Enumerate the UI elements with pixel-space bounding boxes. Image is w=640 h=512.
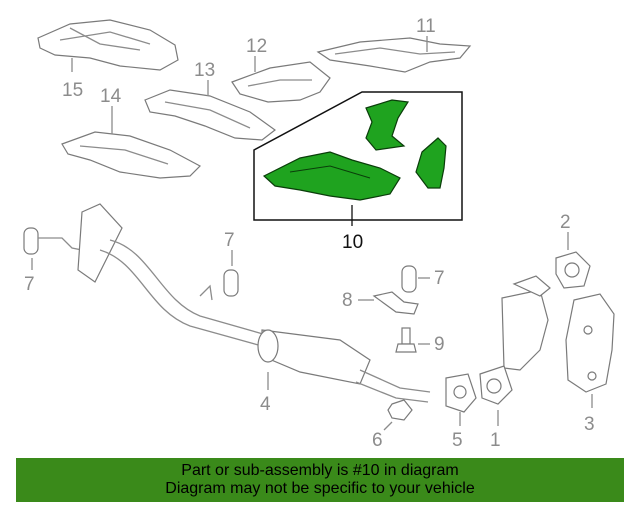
gasket-part-5 (445, 373, 477, 426)
bolt-part-9 (395, 327, 430, 353)
info-banner: Part or sub-assembly is #10 in diagram D… (16, 458, 624, 502)
shield-part-13 (144, 80, 277, 141)
bracket-part-8 (358, 291, 419, 315)
callout-6: 6 (372, 430, 383, 451)
callout-10: 10 (342, 232, 363, 253)
banner-line-1: Part or sub-assembly is #10 in diagram (181, 462, 459, 479)
callout-3: 3 (584, 414, 595, 435)
hanger-part-7-middle (223, 250, 239, 297)
gasket-part-2 (555, 232, 591, 289)
hanger-part-7-right (401, 265, 430, 293)
callout-8: 8 (342, 290, 353, 311)
shield-part-14 (61, 106, 201, 179)
callout-13: 13 (194, 60, 215, 81)
callout-2: 2 (560, 212, 571, 233)
hanger-part-7-left (23, 227, 93, 270)
callout-4: 4 (260, 394, 271, 415)
shield-part-15 (37, 19, 179, 72)
callout-7-right: 7 (434, 268, 445, 289)
parts-diagram: 15 11 12 13 14 10 (23, 16, 615, 451)
converter-part-1 (479, 275, 551, 426)
callout-9: 9 (434, 334, 445, 355)
shield-part-11 (316, 36, 472, 73)
callout-5: 5 (452, 430, 463, 451)
callout-14: 14 (100, 86, 122, 107)
nut-part-6 (383, 399, 413, 431)
banner-line-2: Diagram may not be specific to your vehi… (165, 480, 475, 497)
callout-7-middle: 7 (224, 230, 235, 251)
callout-7-left: 7 (24, 274, 35, 295)
highlight-box-part-10 (253, 91, 463, 226)
exhaust-pipe-part-4 (77, 203, 431, 403)
callout-12: 12 (246, 36, 267, 57)
callout-11: 11 (416, 16, 436, 37)
callout-15: 15 (62, 80, 83, 101)
shield-part-12 (231, 56, 331, 103)
callout-1: 1 (490, 430, 501, 451)
heat-shield-part-3 (565, 293, 615, 408)
